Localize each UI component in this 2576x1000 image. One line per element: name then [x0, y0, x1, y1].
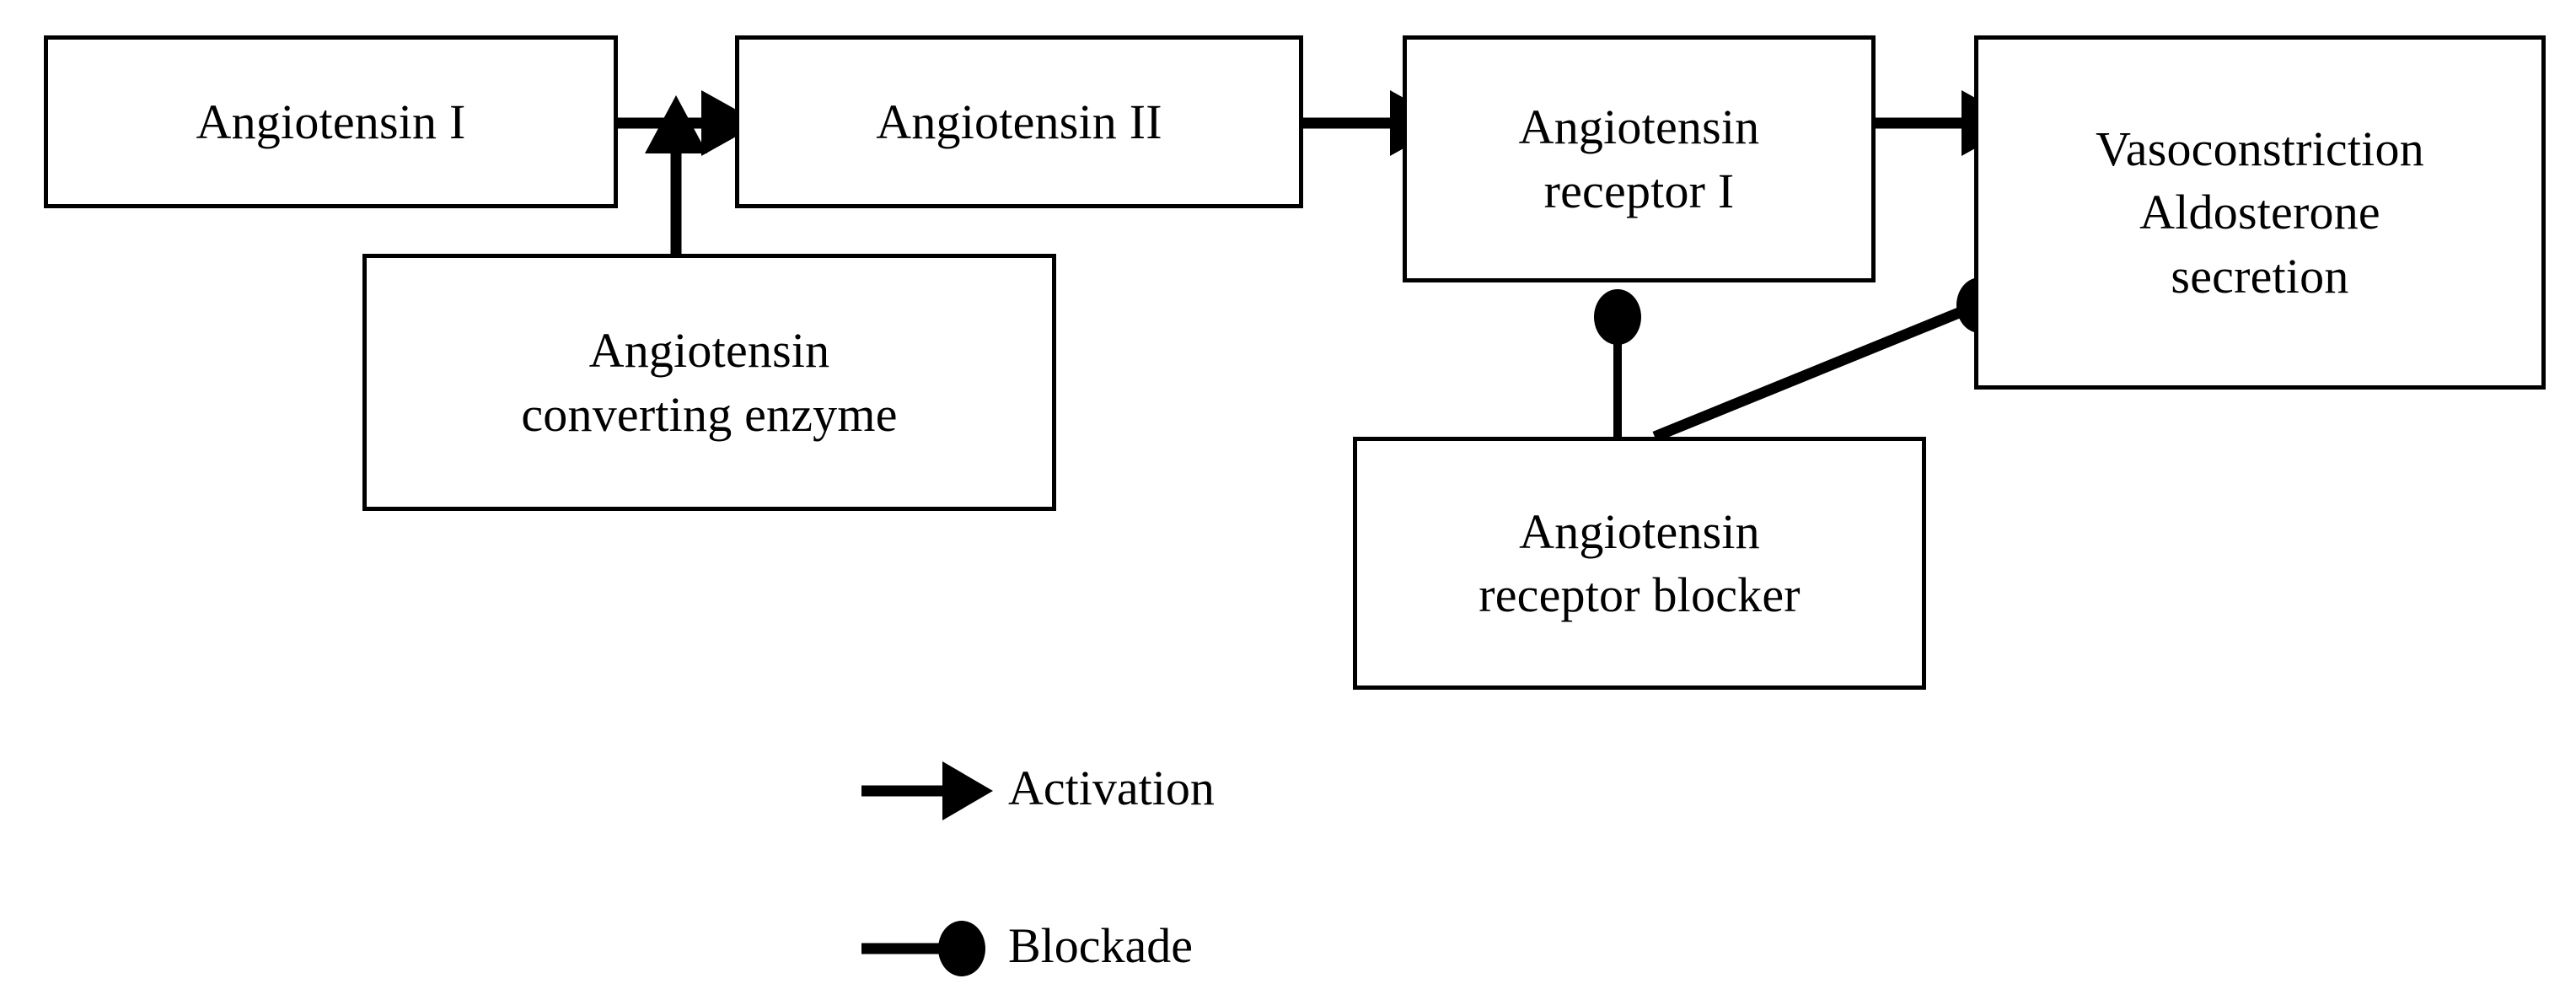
node-angiotensin-receptor-i-label: Angiotensin receptor I: [1518, 99, 1760, 218]
edge-arb-blocks-receptor: [1594, 289, 1641, 437]
node-angiotensin-receptor-blocker-label: Angiotensin receptor blocker: [1479, 503, 1801, 622]
node-angiotensin-converting-enzyme[interactable]: Angiotensin converting enzyme: [362, 254, 1056, 511]
edge-ace-to-conversion: [645, 95, 707, 254]
node-angiotensin-receptor-i[interactable]: Angiotensin receptor I: [1403, 35, 1876, 282]
node-vasoconstriction-aldosterone[interactable]: Vasoconstriction Aldosterone secretion: [1974, 35, 2546, 390]
node-angiotensin-i-label: Angiotensin I: [196, 94, 466, 149]
node-angiotensin-i[interactable]: Angiotensin I: [44, 35, 618, 208]
edge-arb-blocks-effects: [1652, 277, 2004, 443]
node-angiotensin-ii-label: Angiotensin II: [876, 94, 1162, 149]
legend-activation-icon: [861, 761, 993, 820]
node-vasoconstriction-aldosterone-label: Vasoconstriction Aldosterone secretion: [2096, 121, 2424, 304]
legend-blockade-icon: [861, 921, 985, 976]
legend-activation-label: Activation: [1008, 761, 1215, 815]
node-angiotensin-ii[interactable]: Angiotensin II: [735, 35, 1303, 208]
node-angiotensin-converting-enzyme-label: Angiotensin converting enzyme: [521, 323, 898, 442]
node-angiotensin-receptor-blocker[interactable]: Angiotensin receptor blocker: [1353, 437, 1926, 690]
legend-blockade-label: Blockade: [1008, 918, 1194, 973]
